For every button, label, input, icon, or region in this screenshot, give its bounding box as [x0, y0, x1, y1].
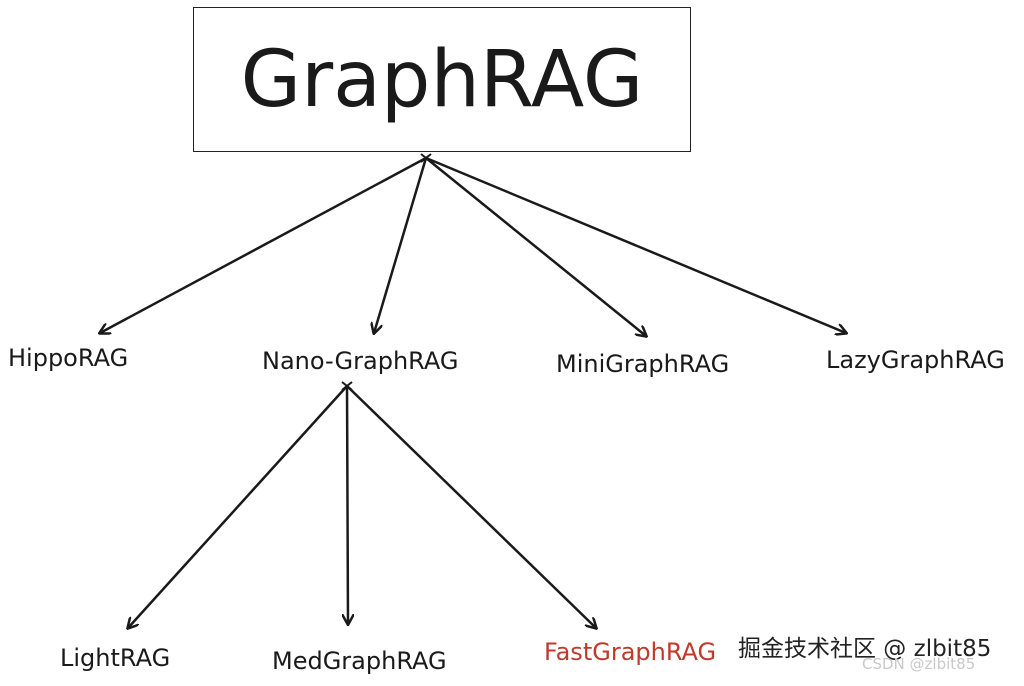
node-lazygraphrag: LazyGraphRAG — [826, 346, 1005, 374]
node-nano-graphrag: Nano-GraphRAG — [262, 347, 459, 375]
node-minigraphrag: MiniGraphRAG — [556, 350, 730, 378]
edge-nano-to-light — [128, 384, 349, 628]
nano-origin-tick — [341, 381, 353, 391]
csdn-watermark: CSDN @zlbit85 — [862, 655, 976, 673]
node-fastgraphrag: FastGraphRAG — [544, 638, 717, 666]
node-medgraphrag: MedGraphRAG — [272, 647, 447, 675]
root-node-label: GraphRAG — [240, 34, 644, 125]
root-origin-tick — [420, 153, 432, 163]
juejin-watermark: 掘金技术社区 @ zlbit85 — [738, 636, 992, 662]
edge-nano-to-med — [347, 384, 348, 624]
edge-root-to-nano — [374, 156, 428, 333]
edge-root-to-mini — [424, 156, 646, 336]
edge-nano-to-fast — [345, 384, 596, 628]
edge-root-to-lazy — [424, 156, 846, 333]
node-hipporag: HippoRAG — [8, 344, 129, 372]
edge-root-to-hippo — [100, 156, 428, 333]
root-node-box: GraphRAG — [193, 7, 691, 152]
node-lightrag: LightRAG — [60, 644, 171, 672]
